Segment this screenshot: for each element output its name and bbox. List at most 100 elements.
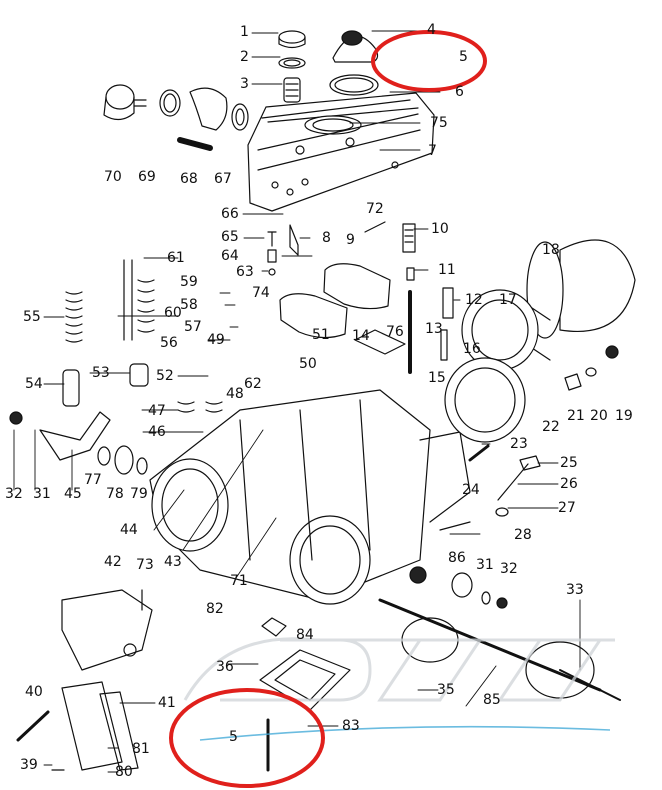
part-label-81: 81 <box>132 741 150 757</box>
highlight-circle-top <box>371 30 487 92</box>
top-cover <box>247 92 435 212</box>
part-label-11: 11 <box>438 262 456 278</box>
part-label-14: 14 <box>352 328 370 344</box>
part-label-45: 45 <box>64 486 82 502</box>
part-label-79: 79 <box>130 486 148 502</box>
air-horns <box>444 239 636 443</box>
part-label-24: 24 <box>462 482 480 498</box>
part-label-74: 74 <box>252 285 270 301</box>
part-label-2: 2 <box>240 49 249 65</box>
part-label-47: 47 <box>148 403 166 419</box>
part-label-39: 39 <box>20 757 38 773</box>
part-label-86: 86 <box>448 550 466 566</box>
part-label-49: 49 <box>207 332 225 348</box>
banjo-parts <box>103 84 249 151</box>
part-label-21: 21 <box>567 408 585 424</box>
part-label-57: 57 <box>184 319 202 335</box>
part-label-15: 15 <box>428 370 446 386</box>
part-label-13: 13 <box>425 321 443 337</box>
part-label-26: 26 <box>560 476 578 492</box>
part-label-61: 61 <box>167 250 185 266</box>
part-label-71: 71 <box>230 573 248 589</box>
part-label-72: 72 <box>366 201 384 217</box>
bottom-cover <box>259 617 351 772</box>
part-label-1: 1 <box>240 24 249 40</box>
leader-lines <box>13 30 581 773</box>
part-label-10: 10 <box>431 221 449 237</box>
part-label-31-left: 31 <box>33 486 51 502</box>
floats <box>279 263 406 355</box>
part-label-7: 7 <box>428 143 437 159</box>
part-label-44: 44 <box>120 522 138 538</box>
part-label-9: 9 <box>346 232 355 248</box>
part-label-19: 19 <box>615 408 633 424</box>
part-label-76: 76 <box>386 324 404 340</box>
part-label-54: 54 <box>25 376 43 392</box>
part-label-53: 53 <box>92 365 110 381</box>
part-label-33: 33 <box>566 582 584 598</box>
part-label-36: 36 <box>216 659 234 675</box>
part-label-65: 65 <box>221 229 239 245</box>
part-label-77: 77 <box>84 472 102 488</box>
part-label-69: 69 <box>138 169 156 185</box>
base-plate <box>16 681 139 771</box>
part-label-17: 17 <box>499 292 517 308</box>
bracket <box>61 589 153 671</box>
highlight-circle-bottom <box>169 688 325 788</box>
part-label-43: 43 <box>164 554 182 570</box>
part-label-62: 62 <box>244 376 262 392</box>
filter-housing <box>329 30 379 96</box>
part-label-23: 23 <box>510 436 528 452</box>
part-label-48: 48 <box>226 386 244 402</box>
cap-part <box>278 30 306 103</box>
part-label-56: 56 <box>160 335 178 351</box>
part-label-5-bottom: 5 <box>229 729 238 745</box>
part-label-64: 64 <box>221 248 239 264</box>
part-label-25: 25 <box>560 455 578 471</box>
part-label-5-top: 5 <box>459 49 468 65</box>
part-label-22: 22 <box>542 419 560 435</box>
part-label-32-left: 32 <box>5 486 23 502</box>
part-label-28: 28 <box>514 527 532 543</box>
part-label-75: 75 <box>430 115 448 131</box>
part-label-51: 51 <box>312 327 330 343</box>
part-label-4: 4 <box>427 22 436 38</box>
part-label-41: 41 <box>158 695 176 711</box>
linkage <box>9 411 148 475</box>
carburetor-body <box>149 389 471 605</box>
part-label-68: 68 <box>180 171 198 187</box>
part-label-18: 18 <box>542 242 560 258</box>
part-label-20: 20 <box>590 408 608 424</box>
part-label-52: 52 <box>156 368 174 384</box>
highlight-markers <box>169 30 487 788</box>
part-label-78: 78 <box>106 486 124 502</box>
part-label-8: 8 <box>322 230 331 246</box>
part-label-32-right: 32 <box>500 561 518 577</box>
part-label-70: 70 <box>104 169 122 185</box>
part-label-42: 42 <box>104 554 122 570</box>
part-label-84: 84 <box>296 627 314 643</box>
part-label-35: 35 <box>437 682 455 698</box>
part-label-12: 12 <box>465 292 483 308</box>
part-label-58: 58 <box>180 297 198 313</box>
part-label-82: 82 <box>206 601 224 617</box>
part-label-83: 83 <box>342 718 360 734</box>
part-label-55: 55 <box>23 309 41 325</box>
part-label-85: 85 <box>483 692 501 708</box>
part-label-67: 67 <box>214 171 232 187</box>
part-label-63: 63 <box>236 264 254 280</box>
part-label-66: 66 <box>221 206 239 222</box>
part-label-46: 46 <box>148 424 166 440</box>
watermark-logo <box>183 637 615 741</box>
part-label-27: 27 <box>558 500 576 516</box>
part-label-16: 16 <box>463 341 481 357</box>
springs <box>62 259 223 413</box>
right-small-parts <box>439 345 619 531</box>
part-label-3: 3 <box>240 76 249 92</box>
part-label-73: 73 <box>136 557 154 573</box>
throttle-shaft <box>378 566 621 701</box>
part-label-80: 80 <box>115 764 133 780</box>
part-label-6: 6 <box>455 84 464 100</box>
